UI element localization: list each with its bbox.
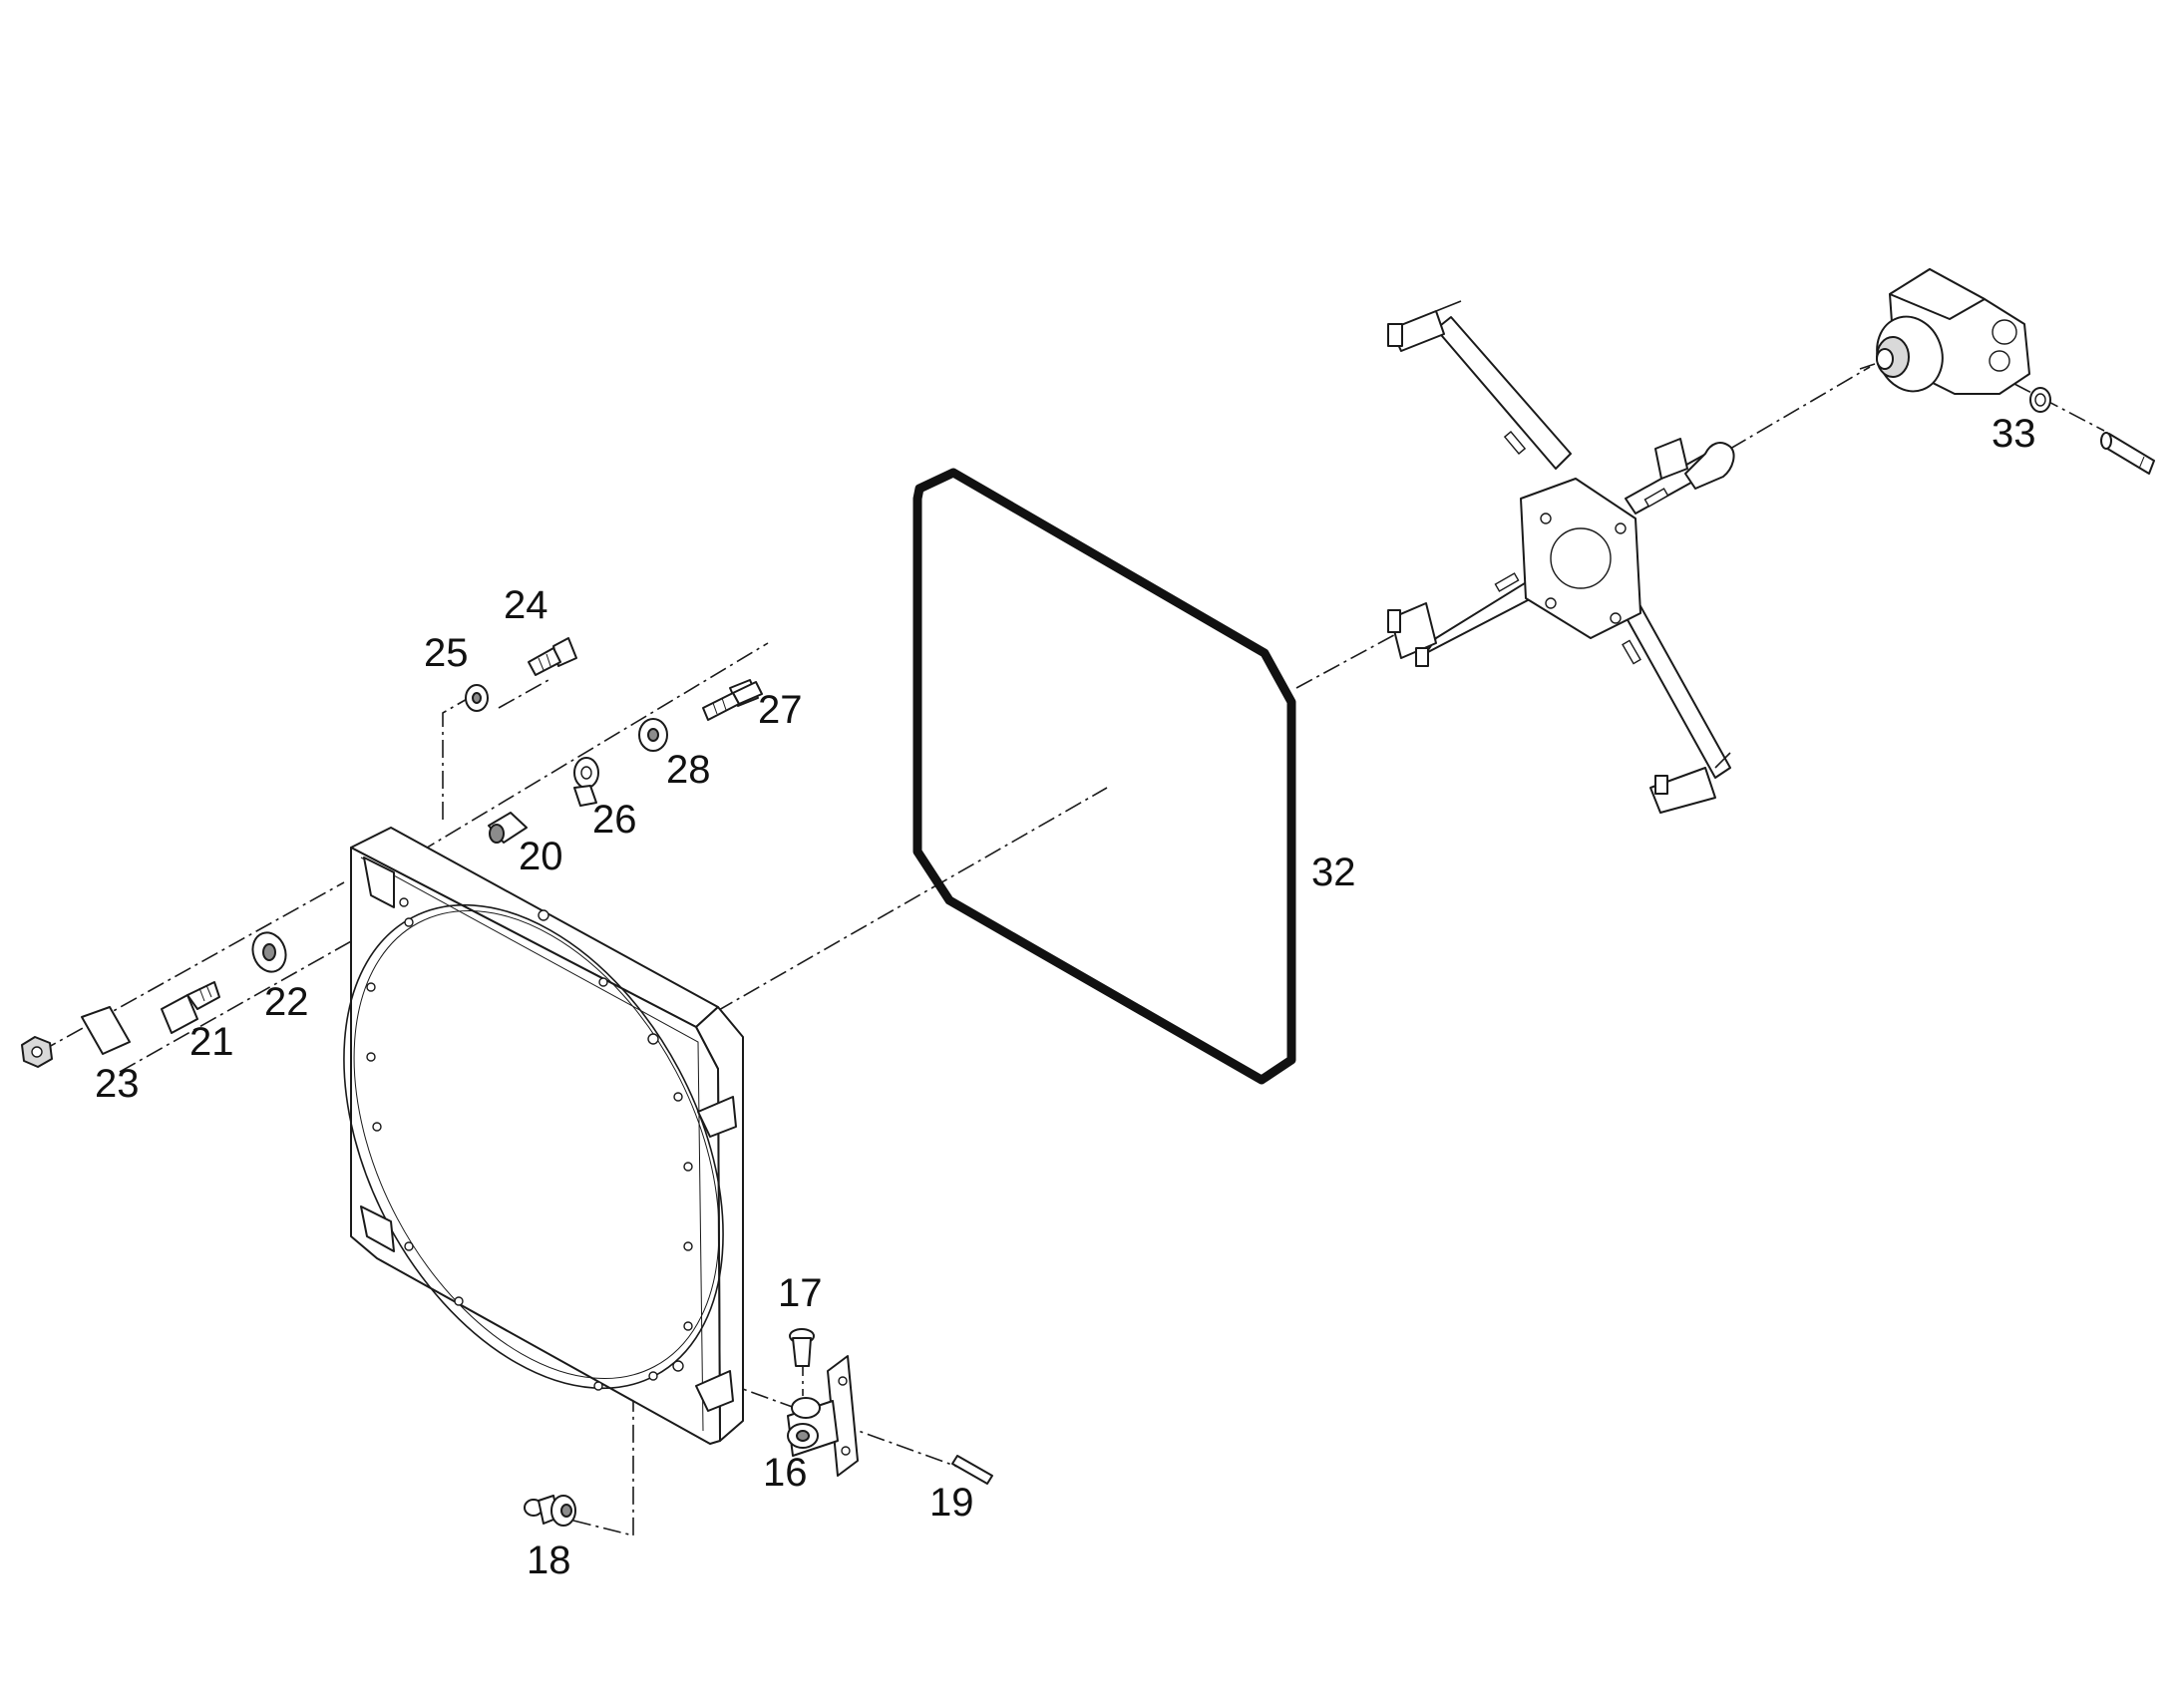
motor-port-lower	[1989, 350, 2010, 372]
spacer-20	[488, 812, 528, 844]
spider-arm-upper	[1435, 316, 1572, 470]
fan-shroud	[343, 827, 744, 1445]
callout-22: 22	[264, 980, 309, 1024]
washer-28	[638, 718, 668, 752]
center-line-bolt	[119, 913, 400, 1073]
motor-hub-center	[1876, 348, 1894, 370]
fan-spider-bracket	[1387, 300, 1735, 814]
callout-28: 28	[666, 748, 711, 792]
callouts: 24 25 27 28 26 20 22 21 23 32 33 17 16 1…	[95, 412, 2036, 1582]
shroud-lower-bracket	[360, 1205, 395, 1252]
shroud-fan-opening-inner	[353, 909, 720, 1380]
callout-23: 23	[95, 1062, 140, 1106]
plate-23	[81, 1006, 131, 1055]
spider-foot-right	[1654, 438, 1688, 480]
motor-housing-top	[1889, 268, 1986, 320]
hinge-assembly	[787, 1355, 859, 1477]
callout-33: 33	[1992, 412, 2036, 456]
shroud-side-latch-lower	[695, 1370, 734, 1412]
hinge-pin-17	[789, 1328, 815, 1367]
center-line-nut	[39, 881, 345, 1053]
center-line-main	[662, 787, 1108, 1043]
center-line-hinge	[692, 1370, 983, 1477]
spider-foot-left	[1387, 602, 1437, 667]
motor-shaft	[1859, 363, 1876, 370]
bolt-27	[702, 679, 763, 721]
center-line-motor-to-fitting	[2013, 383, 2105, 432]
washer-25	[465, 684, 489, 712]
hydraulic-motor	[1859, 268, 2030, 395]
callout-26: 26	[592, 798, 637, 842]
shroud-front-face	[350, 847, 721, 1445]
nut	[21, 1036, 53, 1068]
washer-22	[251, 931, 287, 973]
hydraulic-fitting	[2100, 432, 2155, 475]
center-line-25	[442, 697, 470, 820]
clip-26	[573, 757, 599, 807]
callout-18: 18	[527, 1538, 571, 1582]
callout-16: 16	[763, 1451, 808, 1495]
callout-24: 24	[504, 583, 548, 627]
roll-pin-19	[951, 1455, 993, 1485]
gasket-seal	[912, 468, 1296, 1085]
callout-17: 17	[778, 1271, 823, 1315]
callout-25: 25	[424, 631, 469, 675]
bolt-21	[161, 981, 220, 1034]
shroud-upper-bracket	[363, 856, 395, 908]
callout-27: 27	[758, 688, 803, 732]
o-ring-33	[2029, 387, 2051, 413]
motor-port-upper	[1992, 319, 2017, 345]
callout-19: 19	[929, 1481, 974, 1525]
center-line-spider-to-motor	[1729, 366, 1871, 450]
shroud-side-latch-upper	[697, 1096, 737, 1138]
center-line-top-bolt	[498, 679, 549, 709]
callout-21: 21	[189, 1020, 234, 1064]
grease-fitting-18	[524, 1495, 576, 1527]
spider-shaft	[1684, 442, 1735, 490]
spider-foot-lower	[1649, 752, 1731, 814]
spider-center-hole	[1550, 527, 1612, 589]
center-line-gasket-to-spider	[1295, 622, 1417, 689]
center-line-upper-hardware	[418, 642, 769, 854]
callout-20: 20	[519, 835, 563, 878]
spider-foot-upper	[1387, 300, 1462, 352]
bolt-24	[528, 637, 577, 676]
callout-32: 32	[1311, 851, 1356, 894]
shroud-frame-edge	[360, 856, 704, 1432]
